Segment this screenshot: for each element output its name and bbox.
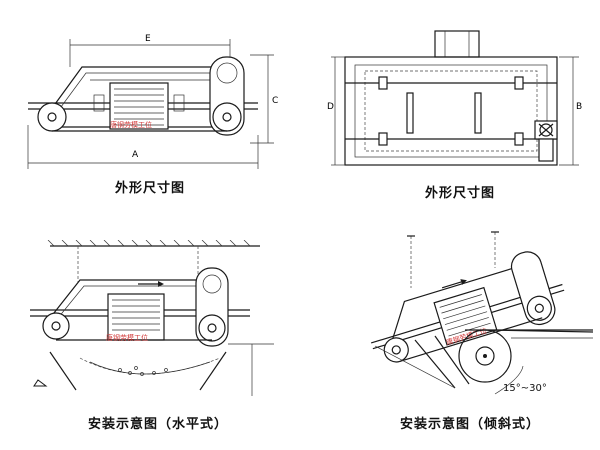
idler-right xyxy=(199,351,227,391)
slot-left xyxy=(406,92,414,134)
idler-left xyxy=(49,351,77,391)
angle-label: 15°~30° xyxy=(503,383,547,394)
conveyor-trough xyxy=(79,357,221,375)
magnet-box-fins xyxy=(114,88,164,126)
magnet-box xyxy=(109,82,169,130)
caption-horizontal-install: 安装示意图（水平式） xyxy=(88,417,229,432)
feed-chute xyxy=(434,30,480,58)
caption-plan-view: 外形尺寸图 xyxy=(425,186,496,201)
dim-label-d: D xyxy=(327,102,334,112)
dim-label-e: E xyxy=(145,34,151,44)
magnet-box-fins xyxy=(112,299,160,331)
caption-side-elevation: 外形尺寸图 xyxy=(115,181,186,196)
left-drum xyxy=(383,337,409,363)
horizontal-install-diagram: 唐钢劳模工位 xyxy=(20,240,280,400)
magnet-box xyxy=(107,293,165,341)
dim-label-a: A xyxy=(132,150,139,160)
belt-outline xyxy=(364,70,538,152)
plan-view-drawing: D B xyxy=(327,30,582,166)
dim-label-b: B xyxy=(576,102,582,112)
plan-view-diagram: D B xyxy=(325,25,590,180)
bracket-left xyxy=(93,94,105,112)
horizontal-install-drawing: 唐钢劳模工位 xyxy=(30,240,274,396)
side-elevation-drawing: E C A xyxy=(27,34,278,169)
right-drum xyxy=(198,314,226,342)
left-drum xyxy=(42,312,70,340)
right-drum-axle xyxy=(222,112,232,122)
right-drum xyxy=(212,102,242,132)
angle-arc xyxy=(494,365,524,395)
side-elevation-diagram: E C A xyxy=(10,25,285,175)
bearing-blocks xyxy=(378,76,524,146)
ceiling-hatch xyxy=(47,240,251,247)
caption-inclined-install: 安装示意图（倾斜式） xyxy=(400,417,541,432)
inner-frame xyxy=(354,64,548,158)
upper-pulley xyxy=(216,62,238,84)
dim-label-c: C xyxy=(272,96,278,106)
outer-frame xyxy=(344,56,558,166)
motor-base xyxy=(538,138,554,162)
watermark-text: 唐钢劳模工位 xyxy=(110,120,152,129)
bracket-right xyxy=(173,94,185,112)
conveyor-material xyxy=(118,366,168,376)
chute-left xyxy=(414,339,456,389)
right-drum xyxy=(526,295,552,321)
slot-right xyxy=(474,92,482,134)
inclined-install-drawing: 唐钢劳模工位 15°~30° xyxy=(370,231,594,395)
watermark-text: 唐钢劳模工位 xyxy=(106,333,148,342)
chute-right xyxy=(434,335,470,385)
inclined-install-diagram: 唐钢劳模工位 15°~30° xyxy=(345,228,595,398)
left-drum-axle xyxy=(47,112,57,122)
left-drum xyxy=(37,102,67,132)
